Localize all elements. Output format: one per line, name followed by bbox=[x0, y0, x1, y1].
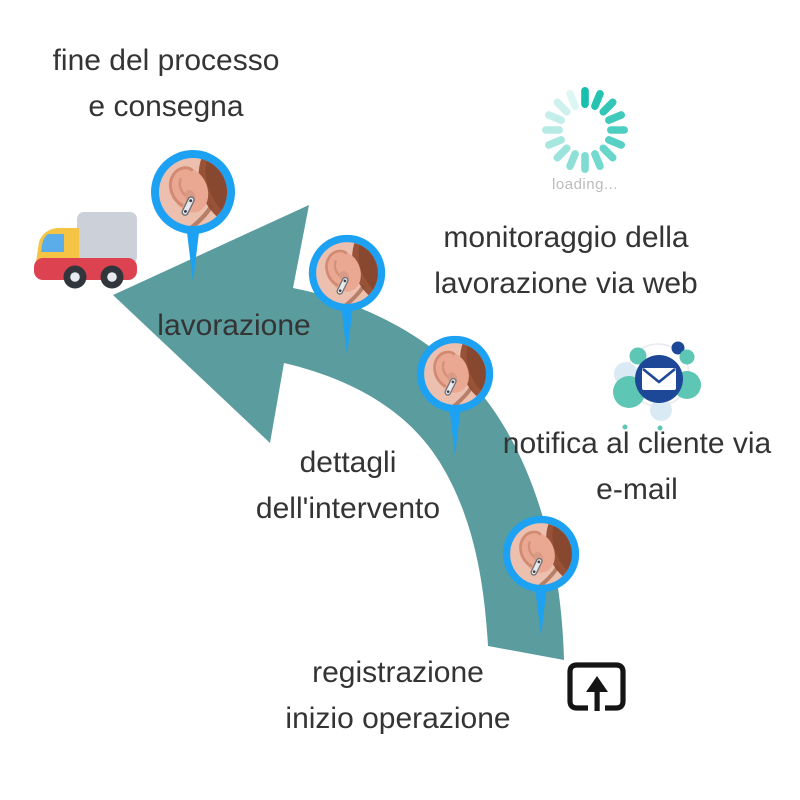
label-line: registrazione bbox=[312, 656, 484, 689]
label-monitoraggio: monitoraggio della lavorazione via web bbox=[434, 215, 697, 307]
label-line: e consegna bbox=[88, 90, 244, 123]
label-line: e-mail bbox=[596, 473, 678, 506]
label-line: monitoraggio della bbox=[443, 221, 689, 254]
label-line: lavorazione bbox=[157, 309, 311, 342]
ear-photo-marker-lavorazione bbox=[308, 234, 386, 355]
label-line: inizio operazione bbox=[285, 702, 511, 735]
label-lavorazione: lavorazione bbox=[157, 303, 310, 349]
label-line: notifica al cliente via bbox=[502, 427, 772, 460]
ear-photo-marker-dettagli bbox=[416, 335, 494, 456]
loading-spinner-icon bbox=[542, 87, 628, 173]
delivery-truck-icon bbox=[34, 212, 137, 289]
envelope-glyph bbox=[642, 367, 676, 390]
label-dettagli: dettagli dell'intervento bbox=[256, 440, 440, 532]
label-line: fine del processo bbox=[52, 44, 280, 77]
label-fine-del-processo: fine del processo e consegna bbox=[53, 38, 280, 130]
ear-photo-marker-registrazione bbox=[502, 515, 580, 636]
upload-icon bbox=[567, 662, 626, 711]
label-line: lavorazione via web bbox=[434, 267, 698, 300]
label-registrazione: registrazione inizio operazione bbox=[285, 650, 510, 742]
loading-text: loading... bbox=[552, 176, 618, 193]
ear-photo-marker-delivery bbox=[151, 150, 235, 282]
label-line: dell'intervento bbox=[255, 492, 441, 525]
label-line: dettagli bbox=[299, 446, 397, 479]
email-icon bbox=[613, 341, 701, 431]
label-notifica-email: notifica al cliente via e-mail bbox=[503, 421, 771, 513]
